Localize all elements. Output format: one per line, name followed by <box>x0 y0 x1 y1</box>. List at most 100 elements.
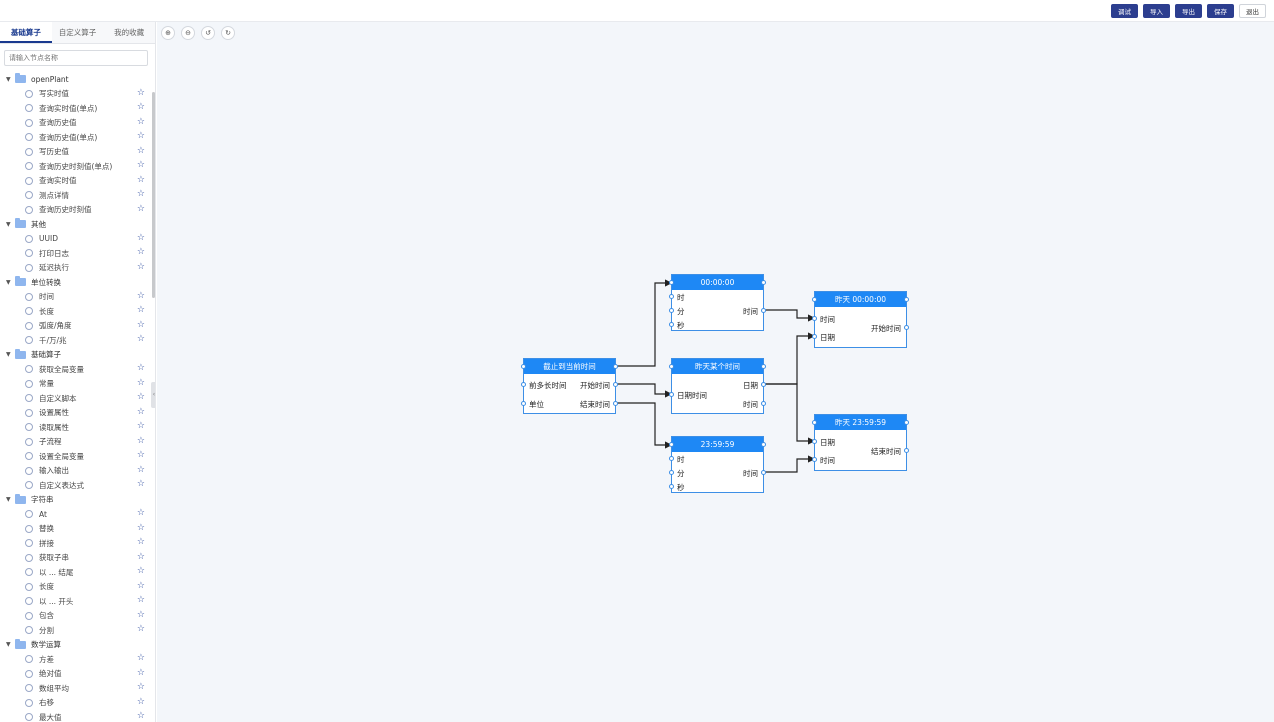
output-port[interactable] <box>613 382 618 387</box>
tree-item[interactable]: 方差☆ <box>0 652 152 667</box>
tree-item[interactable]: 长度☆ <box>0 304 152 319</box>
favorite-star-icon[interactable]: ☆ <box>136 667 145 678</box>
zoom-out-icon[interactable]: ⊖ <box>181 26 195 40</box>
connection-edge[interactable] <box>616 279 673 367</box>
caret-down-icon[interactable]: ▼ <box>6 351 11 359</box>
node-flow-port[interactable] <box>669 364 674 369</box>
input-port[interactable] <box>669 308 674 313</box>
input-port[interactable] <box>521 382 526 387</box>
output-port[interactable] <box>904 448 909 453</box>
connection-edge[interactable] <box>764 455 816 473</box>
flow-node[interactable]: 截止到当前时间前多长时间单位开始时间结束时间 <box>521 358 618 414</box>
node-title[interactable]: 昨天 00:00:00 <box>815 292 906 307</box>
favorite-star-icon[interactable]: ☆ <box>136 261 145 272</box>
favorite-star-icon[interactable]: ☆ <box>136 522 145 533</box>
tree-item[interactable]: 最大值☆ <box>0 710 152 722</box>
tree-item[interactable]: 包含☆ <box>0 609 152 624</box>
tree-group[interactable]: ▼数学运算 <box>0 638 152 653</box>
node-flow-port[interactable] <box>904 420 909 425</box>
exit-button[interactable]: 退出 <box>1239 4 1266 18</box>
favorite-star-icon[interactable]: ☆ <box>136 247 145 257</box>
tree-item[interactable]: 延迟执行☆ <box>0 261 152 276</box>
flow-node[interactable]: 昨天某个时间日期时间日期时间 <box>669 358 766 414</box>
input-port[interactable] <box>812 334 817 339</box>
tree-item[interactable]: 查询实时值☆ <box>0 174 152 189</box>
connection-edge[interactable] <box>764 383 816 445</box>
node-search-input[interactable] <box>4 50 148 66</box>
favorite-star-icon[interactable]: ☆ <box>136 116 145 127</box>
tree-item[interactable]: 右移☆ <box>0 696 152 711</box>
tree-item[interactable]: 分割☆ <box>0 623 152 638</box>
zoom-in-icon[interactable]: ⊕ <box>161 26 175 40</box>
favorite-star-icon[interactable]: ☆ <box>136 305 145 315</box>
tree-item[interactable]: 以 ... 结尾☆ <box>0 565 152 580</box>
import-button[interactable]: 导入 <box>1143 4 1170 18</box>
input-port[interactable] <box>812 316 817 321</box>
tree-item[interactable]: 查询实时值(单点)☆ <box>0 101 152 116</box>
favorite-star-icon[interactable]: ☆ <box>136 479 145 489</box>
tree-item[interactable]: 查询历史时刻值(单点)☆ <box>0 159 152 174</box>
node-title[interactable]: 昨天 23:59:59 <box>815 415 906 430</box>
favorite-star-icon[interactable]: ☆ <box>136 508 145 518</box>
tree-item[interactable]: 时间☆ <box>0 290 152 305</box>
input-port[interactable] <box>669 470 674 475</box>
favorite-star-icon[interactable]: ☆ <box>136 696 145 707</box>
caret-down-icon[interactable]: ▼ <box>6 278 11 286</box>
node-flow-port[interactable] <box>761 364 766 369</box>
caret-down-icon[interactable]: ▼ <box>6 496 11 504</box>
tree-item[interactable]: 写历史值☆ <box>0 145 152 160</box>
favorite-star-icon[interactable]: ☆ <box>136 580 145 591</box>
tree-item[interactable]: 输入输出☆ <box>0 464 152 479</box>
sidebar-scrollbar[interactable] <box>152 92 155 298</box>
favorite-star-icon[interactable]: ☆ <box>136 566 145 576</box>
tree-item[interactable]: 自定义脚本☆ <box>0 391 152 406</box>
tree-item[interactable]: 查询历史时刻值☆ <box>0 203 152 218</box>
favorite-star-icon[interactable]: ☆ <box>136 595 145 605</box>
favorite-star-icon[interactable]: ☆ <box>136 363 145 373</box>
tree-item[interactable]: 查询历史值(单点)☆ <box>0 130 152 145</box>
favorite-star-icon[interactable]: ☆ <box>136 319 145 330</box>
tree-item[interactable]: 设置属性☆ <box>0 406 152 421</box>
favorite-star-icon[interactable]: ☆ <box>136 377 145 388</box>
tree-group[interactable]: ▼单位转换 <box>0 275 152 290</box>
favorite-star-icon[interactable]: ☆ <box>136 653 145 663</box>
undo-icon[interactable]: ↺ <box>201 26 215 40</box>
input-port[interactable] <box>812 439 817 444</box>
favorite-star-icon[interactable]: ☆ <box>136 174 145 185</box>
node-flow-port[interactable] <box>904 297 909 302</box>
tree-item[interactable]: 读取属性☆ <box>0 420 152 435</box>
tree-item[interactable]: 测点详情☆ <box>0 188 152 203</box>
tree-item[interactable]: 设置全局变量☆ <box>0 449 152 464</box>
tree-item[interactable]: 以 ... 开头☆ <box>0 594 152 609</box>
redo-icon[interactable]: ↻ <box>221 26 235 40</box>
node-flow-port[interactable] <box>812 420 817 425</box>
node-flow-port[interactable] <box>521 364 526 369</box>
favorite-star-icon[interactable]: ☆ <box>136 131 145 141</box>
favorite-star-icon[interactable]: ☆ <box>136 87 145 98</box>
tree-item[interactable]: 写实时值☆ <box>0 87 152 102</box>
caret-down-icon[interactable]: ▼ <box>6 75 11 83</box>
tree-item[interactable]: 千/万/兆☆ <box>0 333 152 348</box>
tree-group[interactable]: ▼字符串 <box>0 493 152 508</box>
favorite-star-icon[interactable]: ☆ <box>136 203 145 214</box>
tree-item[interactable]: UUID☆ <box>0 232 152 247</box>
tree-group[interactable]: ▼其他 <box>0 217 152 232</box>
connection-edge[interactable] <box>616 383 673 398</box>
connection-edge[interactable] <box>616 402 673 449</box>
tree-item[interactable]: 查询历史值☆ <box>0 116 152 131</box>
input-port[interactable] <box>521 401 526 406</box>
favorite-star-icon[interactable]: ☆ <box>136 392 145 402</box>
favorite-star-icon[interactable]: ☆ <box>136 682 145 692</box>
tree-item[interactable]: 绝对值☆ <box>0 667 152 682</box>
tab-basic-operators[interactable]: 基础算子 <box>0 22 52 43</box>
tree-item[interactable]: 弧度/角度☆ <box>0 319 152 334</box>
node-flow-port[interactable] <box>812 297 817 302</box>
save-button[interactable]: 保存 <box>1207 4 1234 18</box>
node-flow-port[interactable] <box>613 364 618 369</box>
favorite-star-icon[interactable]: ☆ <box>136 334 145 344</box>
favorite-star-icon[interactable]: ☆ <box>136 406 145 417</box>
tree-item[interactable]: 子流程☆ <box>0 435 152 450</box>
